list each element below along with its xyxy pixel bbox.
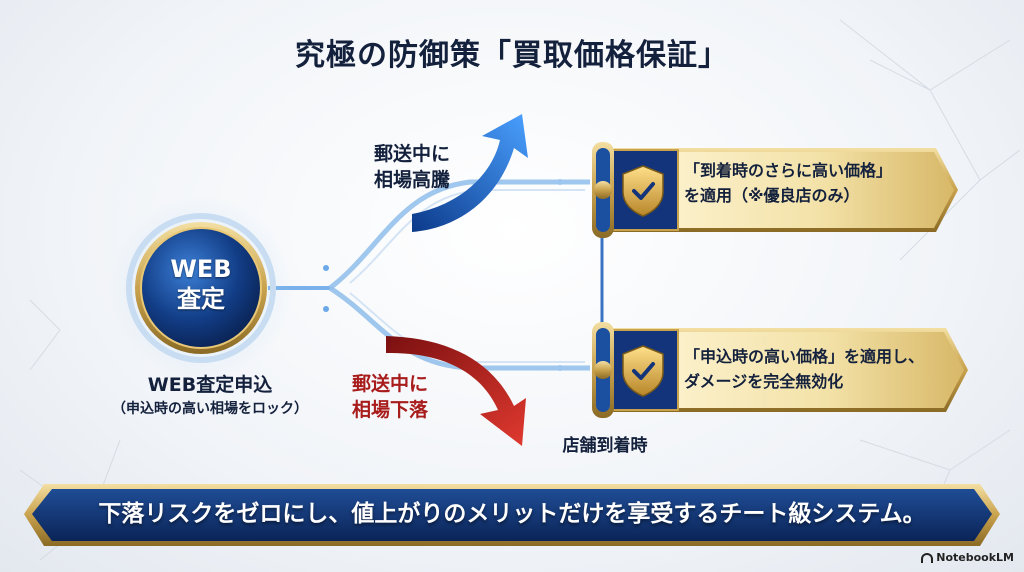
page-title: 究極の防御策「買取価格保証」 [295,38,729,73]
web-assessment-node [109,196,293,380]
fall-label: 郵送中に 相場下落 [330,371,450,423]
rise-label: 郵送中に 相場高騰 [352,141,472,193]
fall-arrow [386,336,526,446]
bottom-banner [24,484,1000,546]
card-top-line2: を適用（※優良店のみ） [684,186,860,205]
card-bottom-line2: ダメージを完全無効化 [684,372,844,391]
arrival-label: 店舗到着時 [562,436,648,456]
watermark: NotebookLM [921,551,1014,564]
card-top-text: 「到着時のさらに高い価格」 を適用（※優良店のみ） [684,158,954,208]
card-bottom-text: 「申込時の高い価格」を適用し、 ダメージを完全無効化 [684,344,964,394]
rise-label-line2: 相場高騰 [373,169,450,191]
web-node-line1: WEB [170,255,232,283]
card-bottom-line1: 「申込時の高い価格」を適用し、 [684,347,925,366]
flow-line-upper [328,179,590,290]
fall-label-line1: 郵送中に [351,373,428,395]
web-caption-sub: （申込時の高い相場をロック） [112,401,308,417]
card-top [592,142,958,238]
shield-check-icon [622,165,664,217]
shield-check-icon [622,345,664,397]
notebook-icon [921,552,934,563]
fall-label-line2: 相場下落 [351,399,428,421]
web-caption-main: WEB査定申込 [147,374,273,396]
rise-label-line1: 郵送中に [373,143,450,165]
watermark-text: NotebookLM [936,551,1014,564]
web-node-caption: WEB査定申込 （申込時の高い相場をロック） [60,372,360,420]
rise-arrow [412,114,528,232]
card-top-line1: 「到着時のさらに高い価格」 [684,161,893,180]
banner-text: 下落リスクをゼロにし、値上がりのメリットだけを享受するチート級システム。 [98,501,926,527]
web-node-line2: 査定 [177,285,225,313]
web-node-label: WEB 査定 [136,254,266,314]
